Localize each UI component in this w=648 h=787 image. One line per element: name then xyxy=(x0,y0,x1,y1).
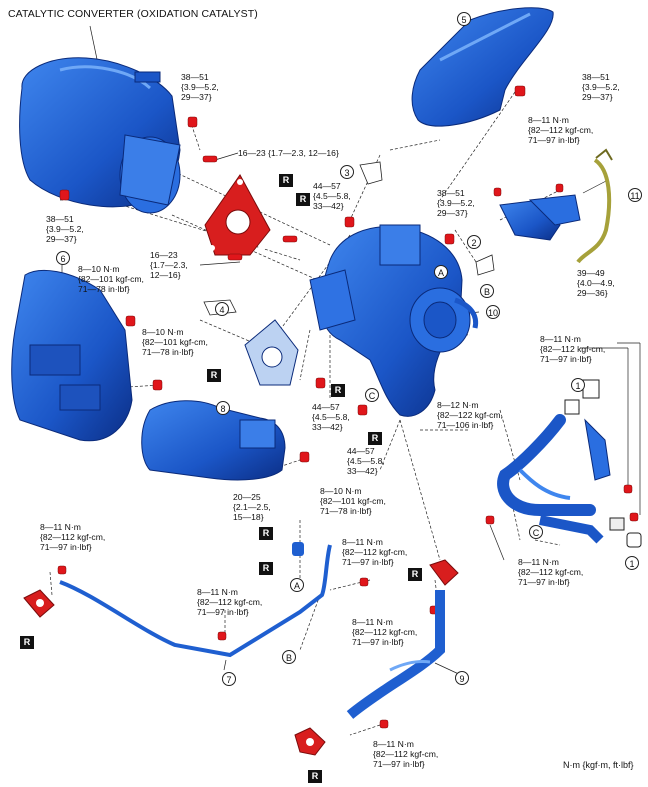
torque-label: 8—11 N·m {82—112 kgf-cm, 71—97 in·lbf} xyxy=(373,739,439,769)
callout-9: 9 xyxy=(455,671,469,685)
callout-a-upper: A xyxy=(434,265,448,279)
torque-label: 8—11 N·m {82—112 kgf-cm, 71—97 in·lbf} xyxy=(342,537,408,567)
callout-4: 4 xyxy=(215,302,229,316)
gasket-lower-turbo xyxy=(244,319,299,386)
replace-mark: R xyxy=(296,193,310,206)
callout-a-lower: A xyxy=(290,578,304,592)
replace-mark: R xyxy=(279,174,293,187)
pipe-assembly-right xyxy=(497,379,642,548)
replace-mark: R xyxy=(259,562,273,575)
callout-5: 5 xyxy=(457,12,471,26)
callout-1-lower: 1 xyxy=(625,556,639,570)
torque-label: 8—11 N·m {82—112 kgf-cm, 71—97 in·lbf} xyxy=(540,334,606,364)
catalytic-converter-part xyxy=(19,57,181,214)
callout-2: 2 xyxy=(467,235,481,249)
turbocharger-part xyxy=(309,224,471,417)
torque-label: 8—11 N·m {82—112 kgf-cm, 71—97 in·lbf} xyxy=(197,587,263,617)
callout-c-upper: C xyxy=(365,388,379,402)
bolts xyxy=(57,85,639,729)
torque-label: 8—11 N·m {82—112 kgf-cm, 71—97 in·lbf} xyxy=(528,115,594,145)
callout-10: 10 xyxy=(486,305,500,319)
torque-label: 38—51 {3.9—5.2, 29—37} xyxy=(46,214,84,244)
replace-mark: R xyxy=(207,369,221,382)
pipe-part-7 xyxy=(23,542,332,658)
heat-insulator-part-8 xyxy=(141,400,286,481)
torque-label: 16—23 {1.7—2.3, 12—16} xyxy=(238,148,339,158)
torque-label: 44—57 {4.5—5.8, 33—42} xyxy=(312,402,350,432)
gasket-upper xyxy=(204,174,271,256)
sensor-wire-part-11 xyxy=(576,148,613,264)
callout-11: 11 xyxy=(628,188,642,202)
heat-insulator-part-6 xyxy=(11,269,133,442)
hose-part-10 xyxy=(454,297,479,329)
callout-b-upper: B xyxy=(480,284,494,298)
torque-label: 8—12 N·m {82—122 kgf-cm, 71—106 in·lbf} xyxy=(437,400,503,430)
torque-label: 8—10 N·m {82—101 kgf-cm, 71—78 in·lbf} xyxy=(142,327,208,357)
diagram-title: CATALYTIC CONVERTER (OXIDATION CATALYST) xyxy=(8,8,258,20)
torque-label: 39—49 {4.0—4.9, 29—36} xyxy=(577,268,615,298)
replace-mark: R xyxy=(368,432,382,445)
torque-label: 44—57 {4.5—5.8, 33—42} xyxy=(313,181,351,211)
callout-8: 8 xyxy=(216,401,230,415)
replace-mark: R xyxy=(331,384,345,397)
torque-label: 38—51 {3.9—5.2, 29—37} xyxy=(181,72,219,102)
callout-b-lower: B xyxy=(282,650,296,664)
callout-7: 7 xyxy=(222,672,236,686)
bracket-part-5 xyxy=(411,7,554,127)
pipe-part-9 xyxy=(294,559,459,756)
bracket-small-right xyxy=(499,194,581,241)
torque-label: 20—25 {2.1—2.5, 15—18} xyxy=(233,492,271,522)
torque-label: 8—10 N·m {82—101 kgf-cm, 71—78 in·lbf} xyxy=(320,486,386,516)
callout-3: 3 xyxy=(340,165,354,179)
torque-label: 38—51 {3.9—5.2, 29—37} xyxy=(437,188,475,218)
callout-c-lower: C xyxy=(529,525,543,539)
replace-mark: R xyxy=(408,568,422,581)
torque-label: 8—10 N·m {82—101 kgf-cm, 71—78 in·lbf} xyxy=(78,264,144,294)
replace-mark: R xyxy=(20,636,34,649)
unit-note: N·m {kgf·m, ft·lbf} xyxy=(563,760,634,770)
replace-mark: R xyxy=(259,527,273,540)
torque-label: 8—11 N·m {82—112 kgf-cm, 71—97 in·lbf} xyxy=(352,617,418,647)
torque-label: 8—11 N·m {82—112 kgf-cm, 71—97 in·lbf} xyxy=(518,557,584,587)
torque-label: 8—11 N·m {82—112 kgf-cm, 71—97 in·lbf} xyxy=(40,522,106,552)
callout-6: 6 xyxy=(56,251,70,265)
torque-label: 38—51 {3.9—5.2, 29—37} xyxy=(582,72,620,102)
torque-label: 44—57 {4.5—5.8, 33—42} xyxy=(347,446,385,476)
torque-label: 16—23 {1.7—2.3, 12—16} xyxy=(150,250,188,280)
replace-mark: R xyxy=(308,770,322,783)
callout-1-upper: 1 xyxy=(571,378,585,392)
